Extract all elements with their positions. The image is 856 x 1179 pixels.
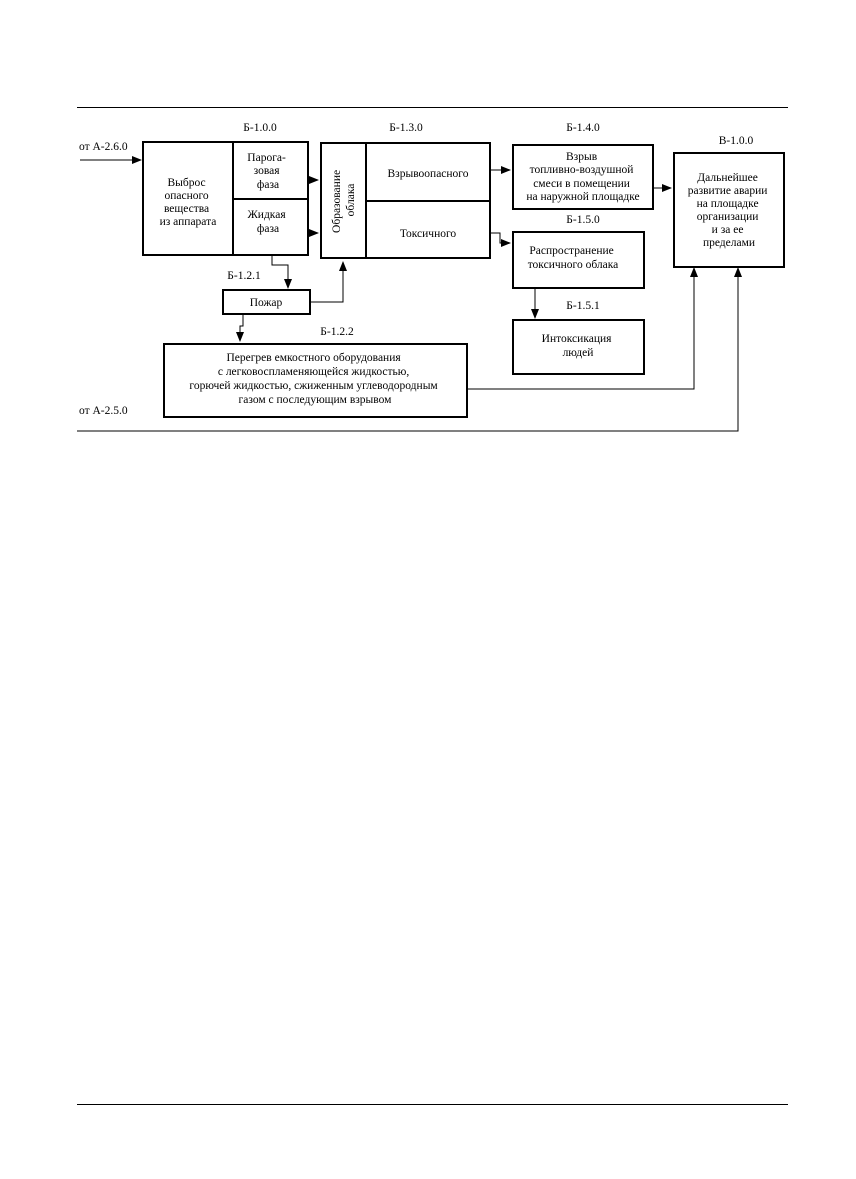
- top-rule: [77, 107, 788, 108]
- input-label-a260: от А-2.6.0: [79, 141, 128, 153]
- arrow-fire-to-overheat: [236, 314, 244, 342]
- code-b140: Б-1.4.0: [566, 122, 600, 134]
- overheat-block: Перегрев емкостного оборудования с легко…: [163, 343, 468, 418]
- input-label-a250: от А-2.5.0: [79, 405, 128, 417]
- toxic-spread-block: Распространение токсичного облака: [512, 231, 645, 289]
- code-b130: Б-1.3.0: [389, 122, 423, 134]
- toxic-cloud-text: Токсичного: [400, 228, 457, 240]
- code-b150: Б-1.5.0: [566, 214, 600, 226]
- code-b100: Б-1.0.0: [243, 122, 277, 134]
- accident-development-text: Дальнейшее развитие аварии на площадке о…: [688, 172, 771, 249]
- liquid-phase-text: Жидкая фаза: [248, 209, 289, 235]
- cloud-formation-text: Образование облака: [331, 167, 357, 233]
- explosion-text: Взрыв топливно-воздушной смеси в помещен…: [526, 151, 639, 203]
- arrow-fire-to-cloud: [310, 261, 347, 303]
- fire-text: Пожар: [250, 297, 283, 309]
- release-block: Выброс опасного вещества из аппарата Пар…: [142, 141, 309, 256]
- code-v100: В-1.0.0: [719, 135, 754, 147]
- arrow-overheat-to-development: [467, 267, 698, 390]
- code-b121: Б-1.2.1: [227, 270, 261, 282]
- accident-development-block: Дальнейшее развитие аварии на площадке о…: [673, 152, 785, 268]
- code-b151: Б-1.5.1: [566, 300, 600, 312]
- arrow-liquid-to-fire: [271, 255, 292, 289]
- explosive-cloud-text: Взрывоопасного: [388, 168, 469, 180]
- arrow-toxic-to-spread: [490, 232, 511, 247]
- explosion-block: Взрыв топливно-воздушной смеси в помещен…: [512, 144, 654, 210]
- overheat-text: Перегрев емкостного оборудования с легко…: [189, 352, 440, 406]
- bottom-rule: [77, 1104, 788, 1105]
- intoxication-text: Интоксикация людей: [542, 333, 615, 359]
- toxic-spread-text: Распространение токсичного облака: [528, 245, 619, 271]
- vapor-phase-text: Парога- зовая фаза: [247, 152, 288, 191]
- arrow-a250-to-development: [77, 267, 742, 432]
- fire-block: Пожар: [222, 289, 311, 315]
- cloud-block: Образование облака Взрывоопасного Токсич…: [320, 142, 491, 259]
- intoxication-block: Интоксикация людей: [512, 319, 645, 375]
- code-b122: Б-1.2.2: [320, 326, 354, 338]
- release-text: Выброс опасного вещества из аппарата: [160, 177, 217, 228]
